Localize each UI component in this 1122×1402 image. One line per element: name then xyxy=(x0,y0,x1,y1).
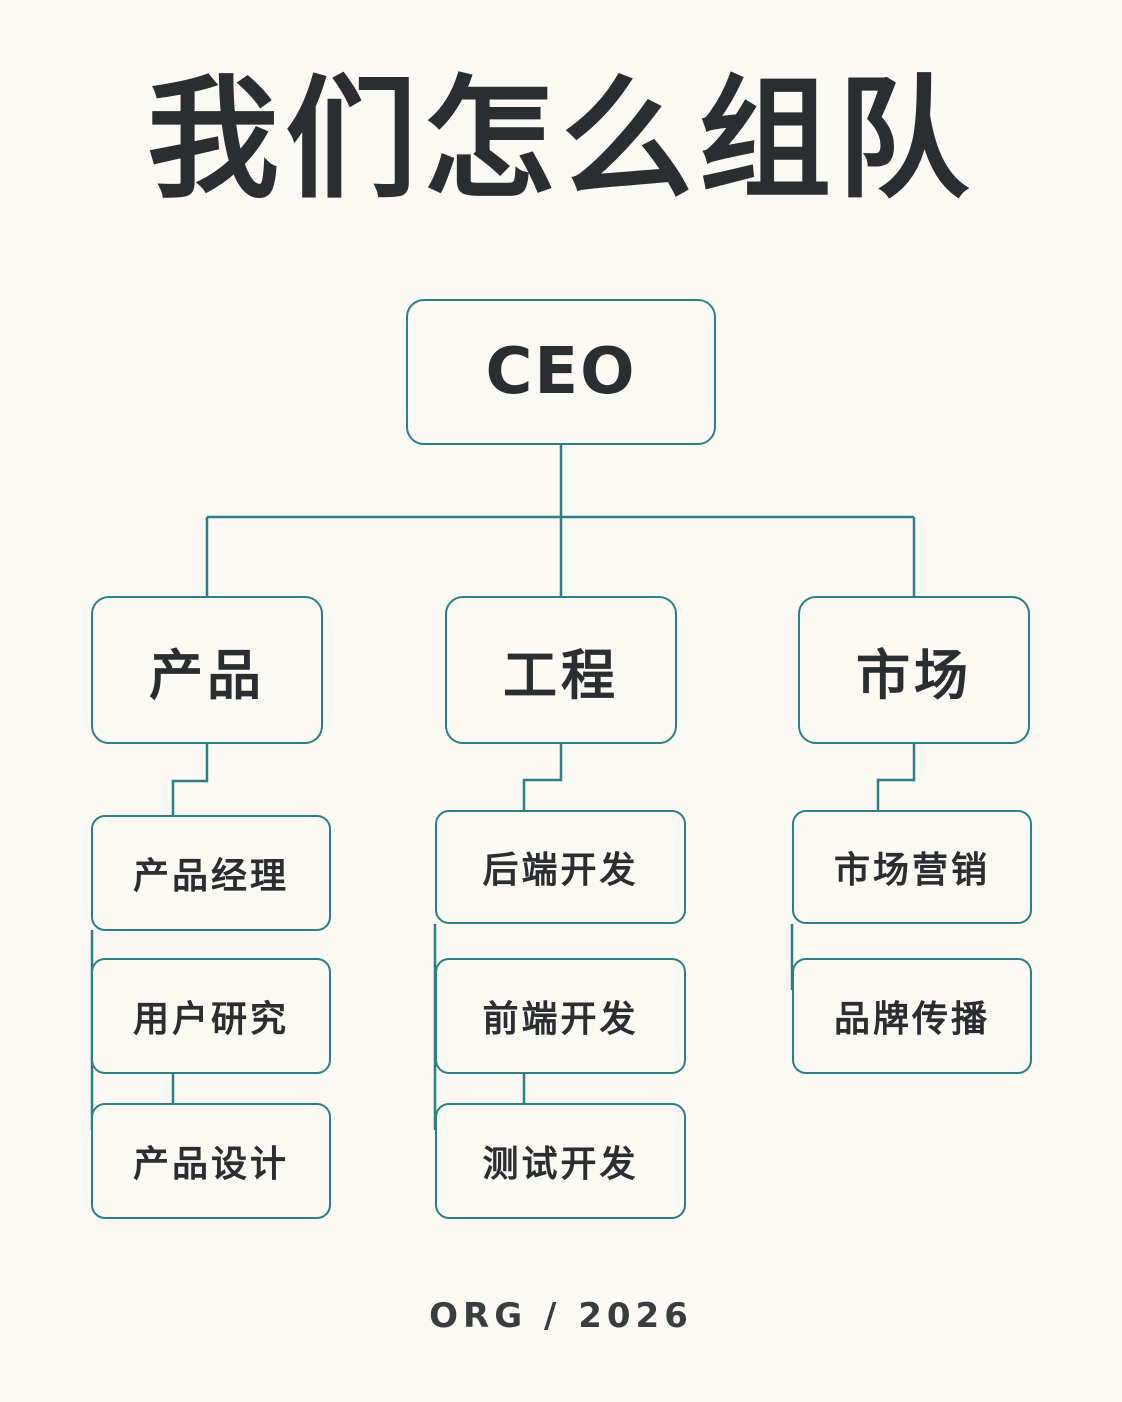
node-ceo: CEO xyxy=(406,299,716,445)
node-role-product-manager: 产品经理 xyxy=(91,815,331,931)
connector-product-to-role1 xyxy=(171,744,209,815)
node-role-user-research: 用户研究 xyxy=(91,958,331,1074)
node-dept-engineering: 工程 xyxy=(445,596,677,744)
node-role-backend: 后端开发 xyxy=(435,810,686,924)
node-dept-product: 产品 xyxy=(91,596,323,744)
page-title: 我们怎么组队 xyxy=(147,63,975,217)
connector-eng-to-role1 xyxy=(522,744,563,810)
node-role-marketing: 市场营销 xyxy=(792,810,1032,924)
node-role-frontend: 前端开发 xyxy=(435,958,686,1074)
connector-marketing-to-role1 xyxy=(876,744,916,810)
node-role-brand: 品牌传播 xyxy=(792,958,1032,1074)
node-role-test-dev: 测试开发 xyxy=(435,1103,686,1219)
footer-label: ORG / 2026 xyxy=(429,1296,693,1336)
node-role-product-design: 产品设计 xyxy=(91,1103,331,1219)
node-dept-marketing: 市场 xyxy=(798,596,1030,744)
